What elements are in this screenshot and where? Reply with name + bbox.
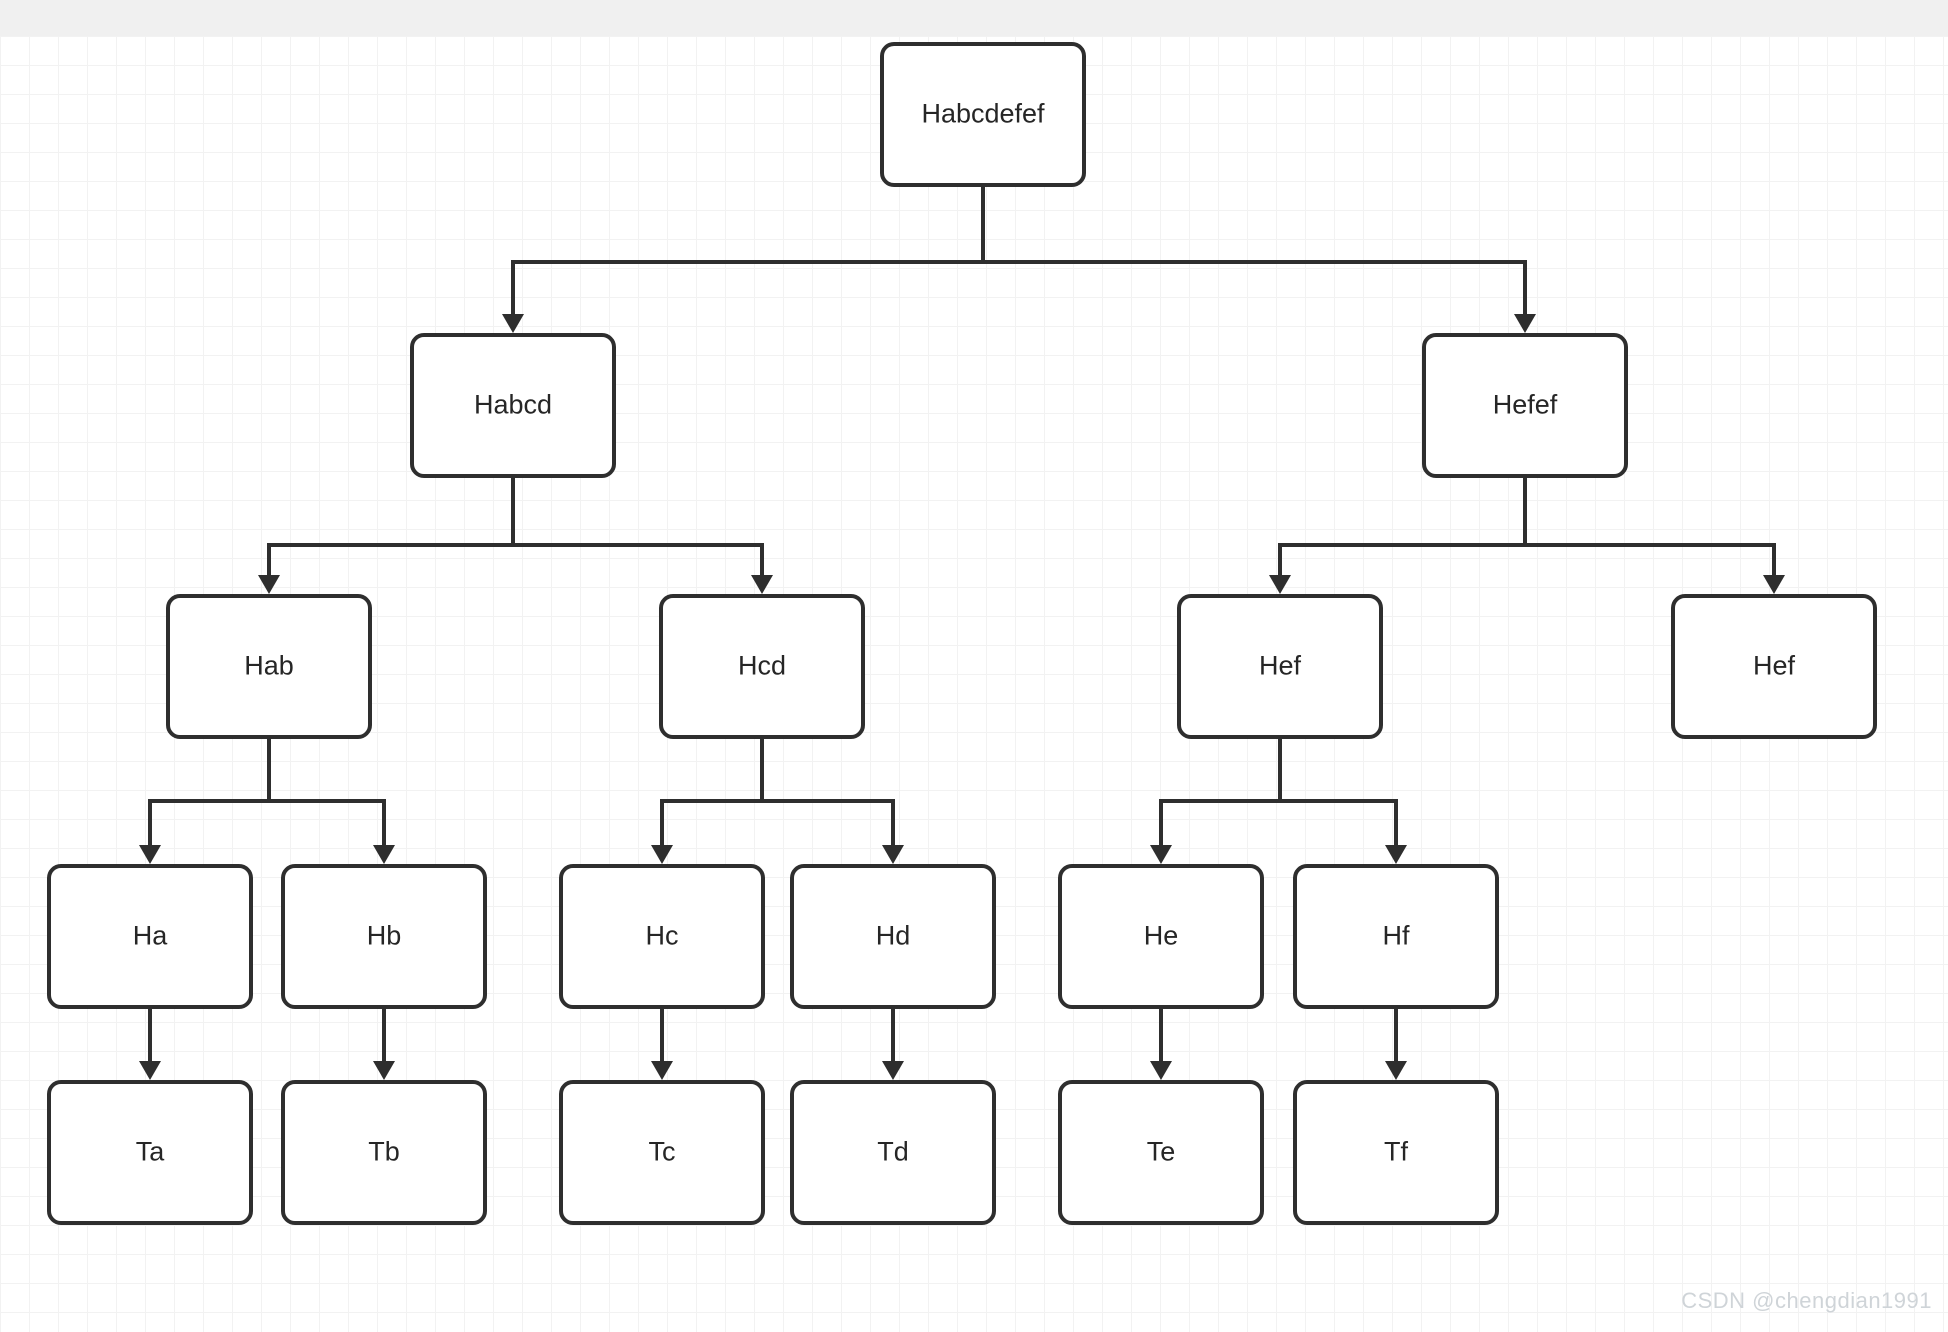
edge-habcdefef-to-hefef: [981, 185, 1536, 333]
top-toolbar-strip: [0, 0, 1948, 36]
node-label-hf: Hf: [1383, 921, 1410, 951]
node-label-habcd: Habcd: [474, 390, 552, 420]
node-he[interactable]: He: [1058, 864, 1264, 1009]
edge-he-to-te: [1150, 1007, 1172, 1080]
node-box-hef2[interactable]: [1671, 594, 1877, 739]
node-te[interactable]: Te: [1058, 1080, 1264, 1225]
node-box-tb[interactable]: [281, 1080, 487, 1225]
edge-habcd-to-hcd: [511, 476, 773, 594]
node-label-hab: Hab: [244, 651, 294, 681]
node-hd[interactable]: Hd: [790, 864, 996, 1009]
node-box-hab[interactable]: [166, 594, 372, 739]
node-label-hef1: Hef: [1259, 651, 1302, 681]
node-box-habcd[interactable]: [410, 333, 616, 478]
node-box-hcd[interactable]: [659, 594, 865, 739]
node-tb[interactable]: Tb: [281, 1080, 487, 1225]
node-tf[interactable]: Tf: [1293, 1080, 1499, 1225]
edge-ha-to-ta: [139, 1007, 161, 1080]
node-habcdefef[interactable]: Habcdefef: [880, 42, 1086, 187]
node-box-td[interactable]: [790, 1080, 996, 1225]
node-label-te: Te: [1147, 1137, 1176, 1167]
edge-hab-to-hb: [267, 737, 395, 864]
edge-hefef-to-hef1: [1269, 476, 1527, 594]
edge-hf-to-tf: [1385, 1007, 1407, 1080]
node-label-td: Td: [877, 1137, 909, 1167]
node-hc[interactable]: Hc: [559, 864, 765, 1009]
watermark-text: CSDN @chengdian1991: [1681, 1288, 1932, 1313]
node-box-hd[interactable]: [790, 864, 996, 1009]
edge-habcd-to-hab: [258, 476, 515, 594]
node-box-hefef[interactable]: [1422, 333, 1628, 478]
edge-hc-to-tc: [651, 1007, 673, 1080]
node-label-tf: Tf: [1384, 1137, 1408, 1167]
node-label-hc: Hc: [646, 921, 679, 951]
node-hf[interactable]: Hf: [1293, 864, 1499, 1009]
node-box-ta[interactable]: [47, 1080, 253, 1225]
node-hab[interactable]: Hab: [166, 594, 372, 739]
node-label-hef2: Hef: [1753, 651, 1796, 681]
node-label-tb: Tb: [368, 1137, 400, 1167]
edge-hab-to-ha: [139, 737, 271, 864]
node-box-te[interactable]: [1058, 1080, 1264, 1225]
node-td[interactable]: Td: [790, 1080, 996, 1225]
node-label-he: He: [1144, 921, 1179, 951]
node-label-hefef: Hefef: [1493, 390, 1558, 420]
edge-hcd-to-hc: [651, 737, 764, 864]
node-label-ta: Ta: [136, 1137, 166, 1167]
node-label-hcd: Hcd: [738, 651, 786, 681]
edge-hb-to-tb: [373, 1007, 395, 1080]
node-box-tf[interactable]: [1293, 1080, 1499, 1225]
edge-hef1-to-hf: [1278, 737, 1407, 864]
node-box-ha[interactable]: [47, 864, 253, 1009]
node-ha[interactable]: Ha: [47, 864, 253, 1009]
node-label-hd: Hd: [876, 921, 911, 951]
node-box-hc[interactable]: [559, 864, 765, 1009]
edge-hcd-to-hd: [760, 737, 904, 864]
node-box-tc[interactable]: [559, 1080, 765, 1225]
node-label-habcdefef: Habcdefef: [921, 99, 1045, 129]
node-label-hb: Hb: [367, 921, 402, 951]
node-ta[interactable]: Ta: [47, 1080, 253, 1225]
node-box-hf[interactable]: [1293, 864, 1499, 1009]
node-hb[interactable]: Hb: [281, 864, 487, 1009]
edge-hef1-to-he: [1150, 737, 1282, 864]
node-hef2[interactable]: Hef: [1671, 594, 1877, 739]
node-label-tc: Tc: [649, 1137, 676, 1167]
node-label-ha: Ha: [133, 921, 168, 951]
node-tc[interactable]: Tc: [559, 1080, 765, 1225]
edges-group: [139, 185, 1785, 1080]
node-hef1[interactable]: Hef: [1177, 594, 1383, 739]
node-habcd[interactable]: Habcd: [410, 333, 616, 478]
edge-hefef-to-hef2: [1523, 476, 1785, 594]
node-box-habcdefef[interactable]: [880, 42, 1086, 187]
node-box-hb[interactable]: [281, 864, 487, 1009]
node-box-he[interactable]: [1058, 864, 1264, 1009]
node-hefef[interactable]: Hefef: [1422, 333, 1628, 478]
node-box-hef1[interactable]: [1177, 594, 1383, 739]
node-hcd[interactable]: Hcd: [659, 594, 865, 739]
edge-habcdefef-to-habcd: [502, 185, 985, 333]
edge-hd-to-td: [882, 1007, 904, 1080]
